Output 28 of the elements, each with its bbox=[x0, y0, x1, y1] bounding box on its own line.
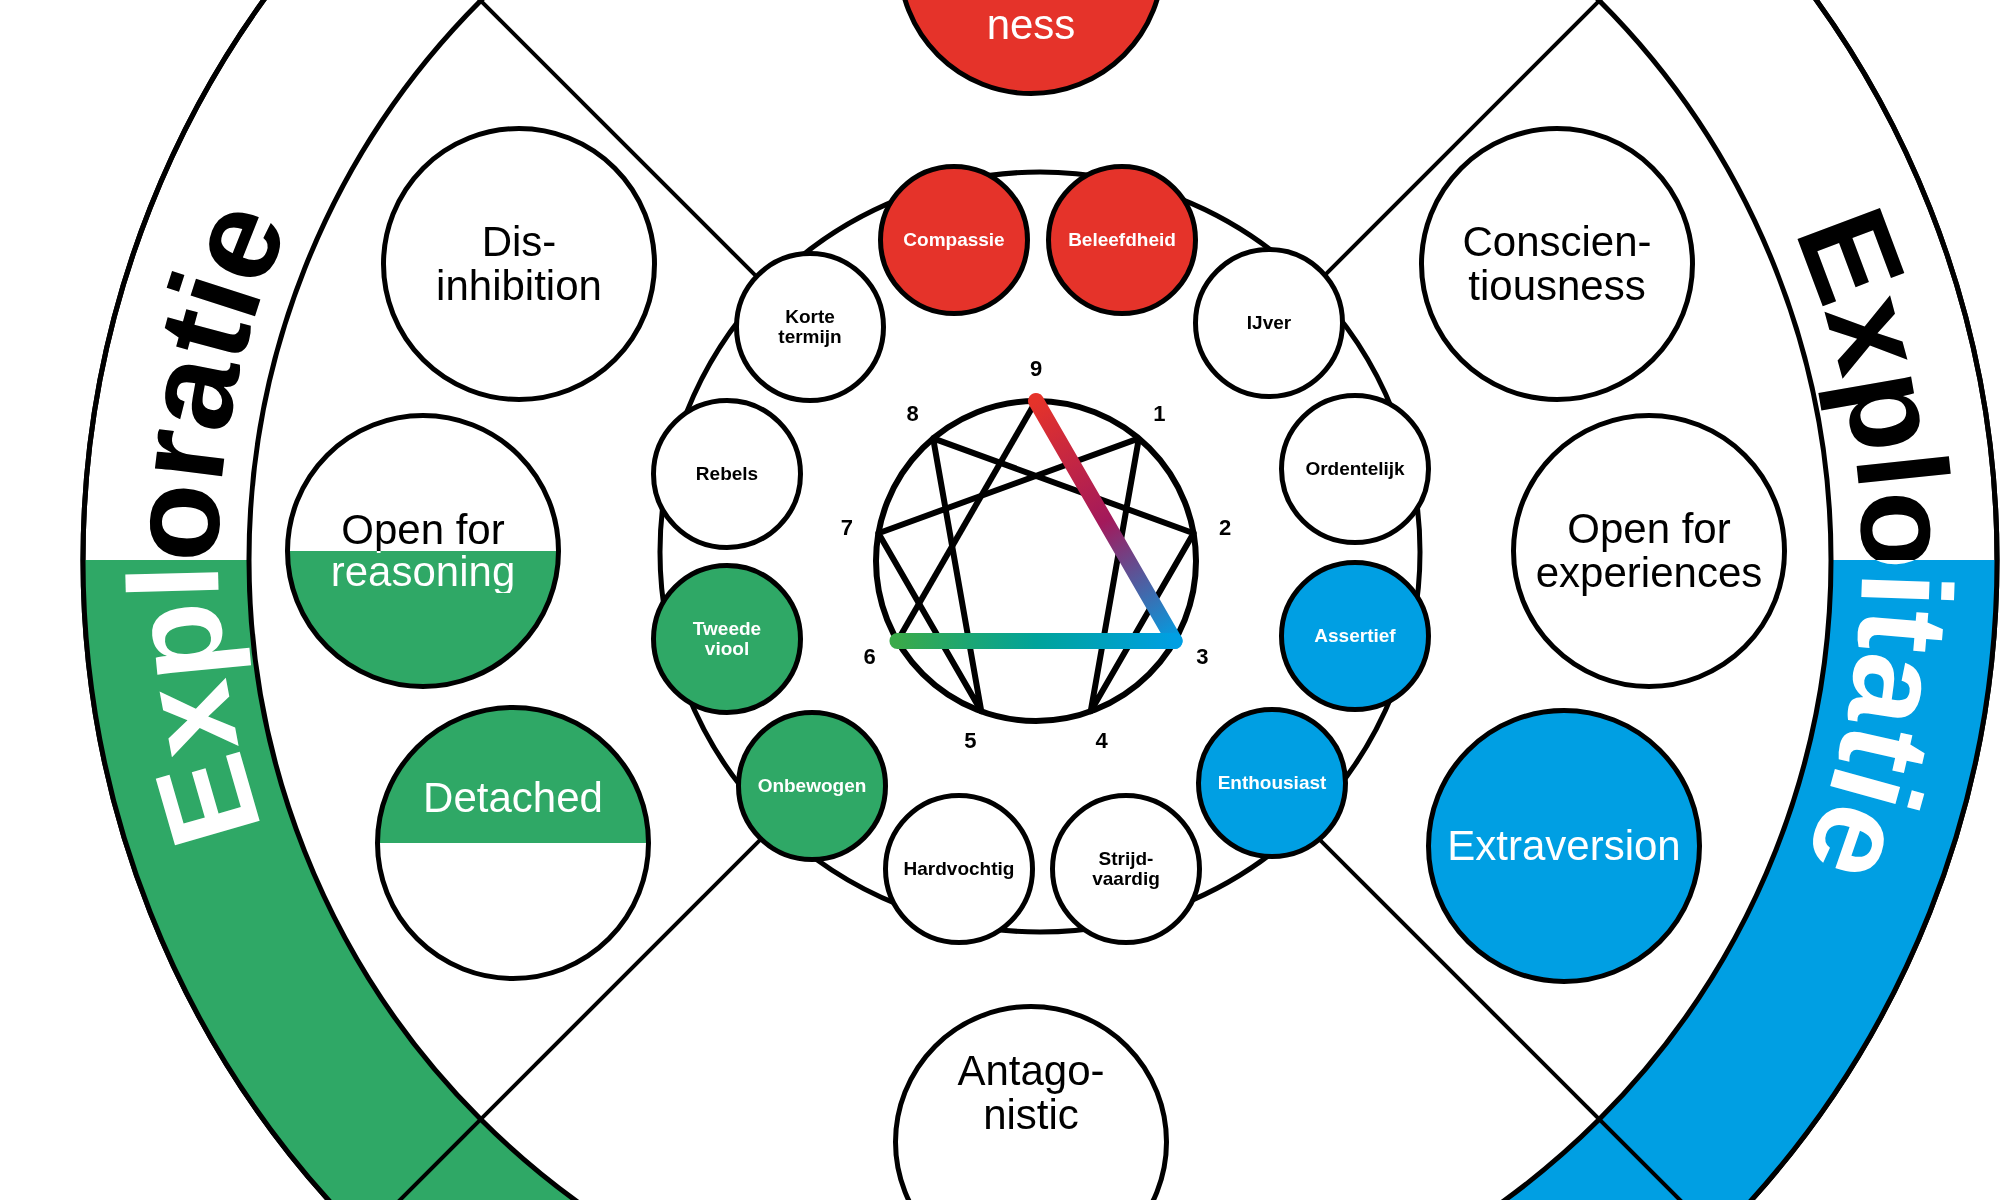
facet-label: Assertief bbox=[1313, 626, 1397, 646]
facet-label: Hardvochtig bbox=[902, 859, 1016, 879]
trait-label: ness bbox=[985, 2, 1077, 47]
point-number: 4 bbox=[1095, 728, 1108, 755]
trait-label: Detached bbox=[422, 776, 604, 821]
trait-label: Open for experiences bbox=[1534, 506, 1764, 596]
facet-label: Tweede viool bbox=[691, 619, 763, 659]
facet-label: Rebels bbox=[694, 464, 760, 484]
trait-label: Dis- inhibition bbox=[435, 219, 603, 309]
facet-label: Ordentelijk bbox=[1304, 459, 1406, 479]
point-number: 6 bbox=[863, 644, 876, 670]
point-number: 2 bbox=[1218, 514, 1232, 541]
facet-label: Beleefdheid bbox=[1067, 230, 1177, 250]
facet-label: Compassie bbox=[902, 230, 1006, 250]
facet-label: IJver bbox=[1245, 313, 1293, 333]
facet-label: Onbewogen bbox=[756, 776, 868, 796]
trait-label: Extraversion bbox=[1446, 823, 1682, 869]
point-number: 9 bbox=[1029, 356, 1043, 382]
facet-label: Korte termijn bbox=[777, 307, 843, 347]
point-number: 3 bbox=[1196, 644, 1209, 670]
point-number: 1 bbox=[1153, 400, 1166, 427]
point-number: 8 bbox=[906, 400, 919, 427]
facet-label: Enthousiast bbox=[1216, 773, 1328, 793]
facet-label: Strijd- vaardig bbox=[1091, 849, 1161, 889]
trait-label: Conscien- tiousness bbox=[1461, 219, 1653, 309]
point-number: 5 bbox=[964, 728, 977, 755]
trait-label: Antago- nistic bbox=[956, 1049, 1106, 1138]
point-number: 7 bbox=[840, 514, 854, 541]
